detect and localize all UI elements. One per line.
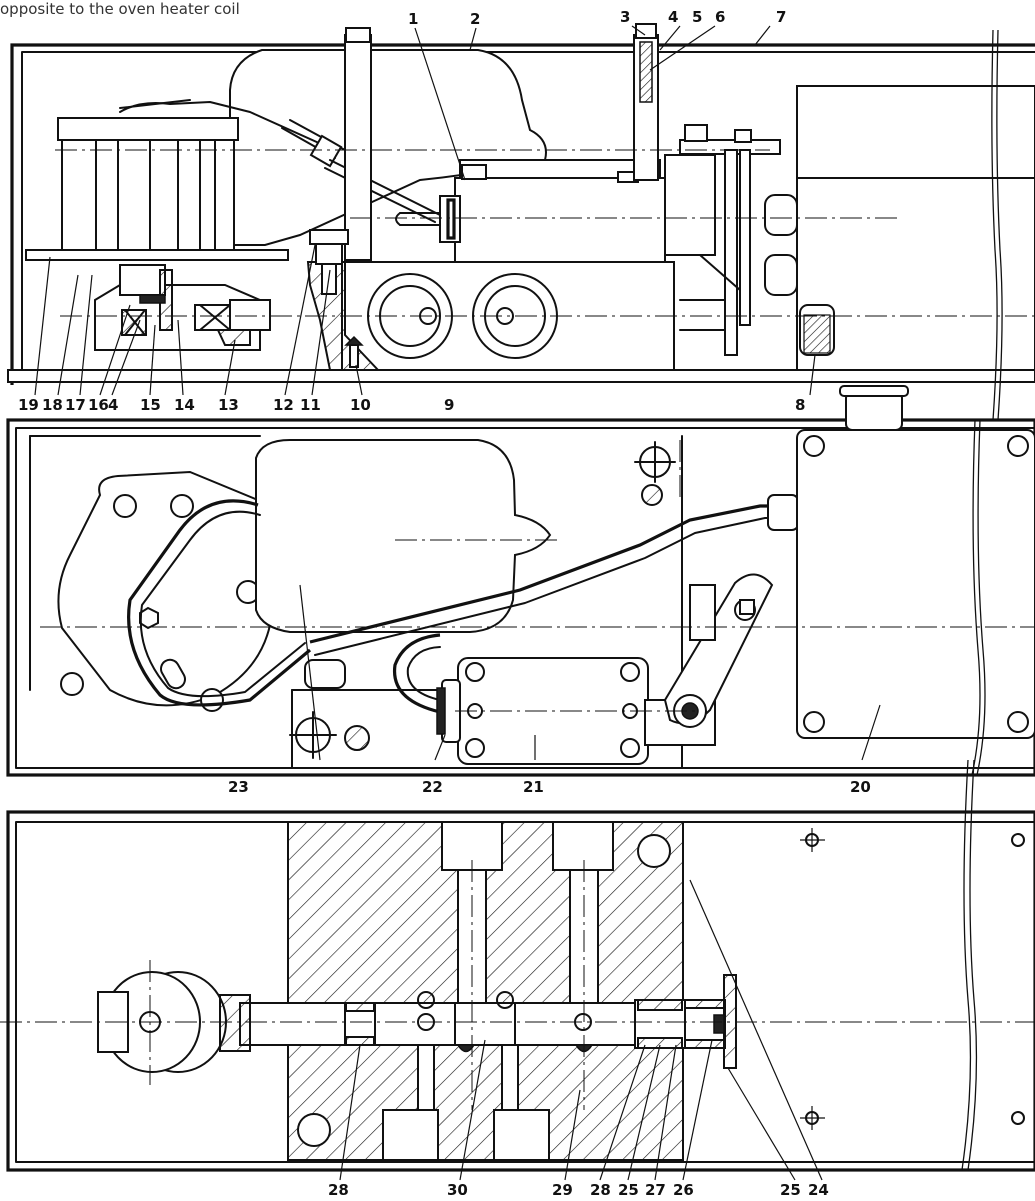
callout-8: 8 — [795, 396, 805, 414]
cover-plate — [796, 429, 1035, 739]
callout-25b: 25 — [780, 1181, 801, 1199]
callout-28a: 28 — [328, 1181, 349, 1199]
base-plate — [7, 369, 1035, 383]
section-view — [0, 810, 1035, 1172]
plan-housing — [6, 418, 1035, 777]
piston-rod — [239, 1002, 641, 1046]
callout-25a: 25 — [618, 1181, 639, 1199]
section-housing — [6, 810, 1035, 1172]
callout-5: 5 — [692, 8, 702, 26]
callout-23: 23 — [228, 778, 249, 796]
callout-1: 1 — [408, 10, 418, 28]
callout-26: 26 — [673, 1181, 694, 1199]
motor-top — [255, 439, 552, 633]
callout-29: 29 — [552, 1181, 573, 1199]
callout-21: 21 — [523, 778, 544, 796]
callout-14: 14 — [174, 396, 195, 414]
callout-2: 2 — [470, 10, 480, 28]
callout-12: 12 — [273, 396, 294, 414]
callout-24: 24 — [808, 1181, 829, 1199]
housing-inner-outline — [21, 51, 1035, 371]
heater-body — [61, 139, 235, 251]
callout-10: 10 — [350, 396, 371, 414]
callout-7: 7 — [776, 8, 786, 26]
cylinder-body — [454, 177, 666, 263]
callout-28b: 28 — [590, 1181, 611, 1199]
tie-rod-left — [344, 34, 372, 261]
control-box — [796, 85, 1035, 371]
callout-13: 13 — [218, 396, 239, 414]
callout-11: 11 — [300, 396, 321, 414]
callout-3: 3 — [620, 8, 630, 26]
callout-30: 30 — [447, 1181, 468, 1199]
mounting-plate — [25, 249, 289, 261]
callout-17: 17 — [65, 396, 86, 414]
callout-16: 16 — [88, 396, 109, 414]
callout-22: 22 — [422, 778, 443, 796]
callout-9: 9 — [444, 396, 454, 414]
callout-4b: 4 — [108, 396, 118, 414]
header-text: opposite to the oven heater coil — [0, 0, 240, 18]
leader-lines — [34, 25, 881, 1181]
plan-view — [6, 385, 1035, 777]
callout-15: 15 — [140, 396, 161, 414]
callout-4: 4 — [668, 8, 678, 26]
callout-18: 18 — [42, 396, 63, 414]
side-elevation-view — [7, 23, 1035, 385]
callout-20: 20 — [850, 778, 871, 796]
housing-outline — [10, 43, 1035, 385]
callout-6: 6 — [715, 8, 725, 26]
callout-labels: 1 2 3 4 5 6 7 19 18 17 16 4 15 14 13 12 … — [18, 8, 871, 1199]
callout-27: 27 — [645, 1181, 666, 1199]
heater-top-plate — [57, 117, 239, 141]
callout-19: 19 — [18, 396, 39, 414]
